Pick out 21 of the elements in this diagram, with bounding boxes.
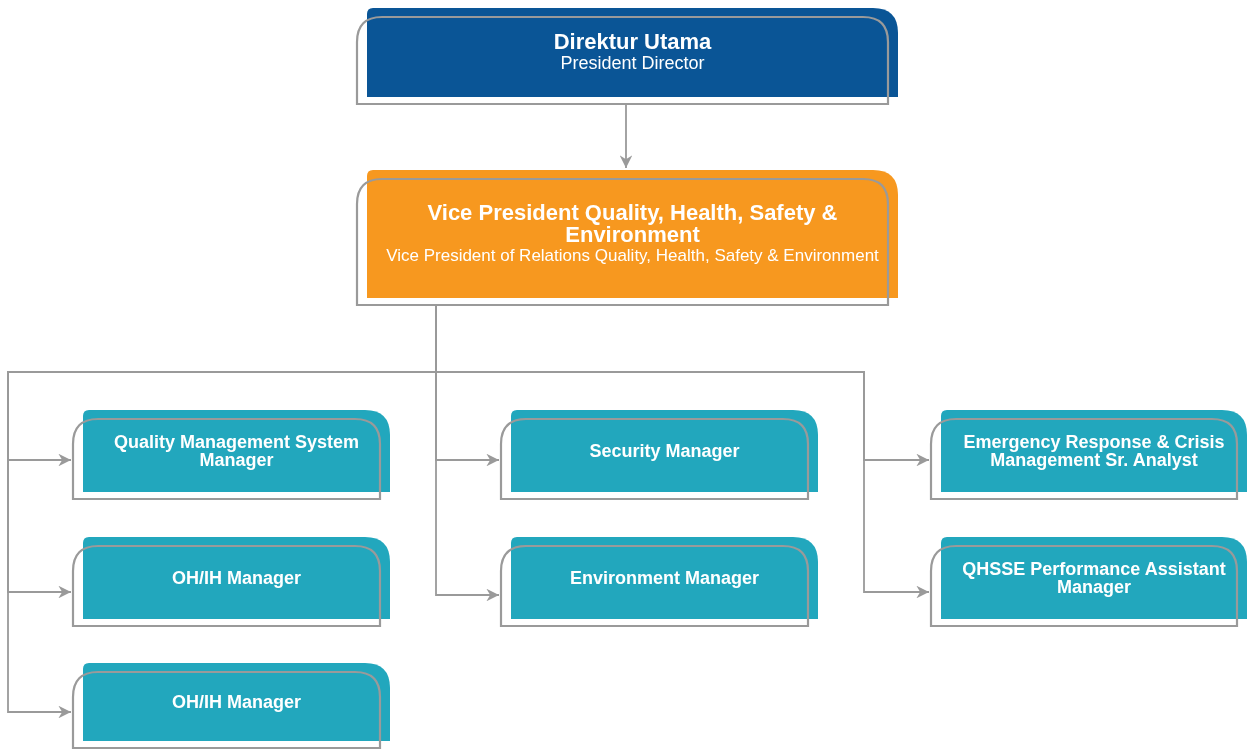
- role-title: QHSSE Performance Assistant Manager: [961, 560, 1227, 596]
- role-title: OH/IH Manager: [171, 569, 302, 587]
- role-title: Environment Manager: [568, 569, 760, 587]
- org-box: [930, 537, 1247, 627]
- org-box: [356, 170, 898, 306]
- org-box: [500, 537, 818, 627]
- role-title: OH/IH Manager: [171, 693, 302, 711]
- org-box: [500, 410, 818, 500]
- role-title: Vice President Quality, Health, Safety & Environment: [426, 201, 839, 246]
- org-box: [72, 410, 390, 500]
- role-subtitle: President Director: [559, 52, 706, 75]
- role-title: Security Manager: [588, 442, 741, 460]
- org-box: [72, 537, 390, 627]
- role-title: Quality Management System Manager: [112, 433, 361, 469]
- org-box: [930, 410, 1247, 500]
- role-subtitle: Vice President of Relations Quality, Health, Safety & Environment: [385, 245, 880, 267]
- org-box: [356, 8, 898, 105]
- role-title: Direktur Utama: [552, 30, 713, 53]
- connector-arrow: [619, 103, 633, 169]
- org-box: [72, 663, 390, 749]
- role-title: Emergency Response & Crisis Management Sr. Analyst: [962, 433, 1226, 469]
